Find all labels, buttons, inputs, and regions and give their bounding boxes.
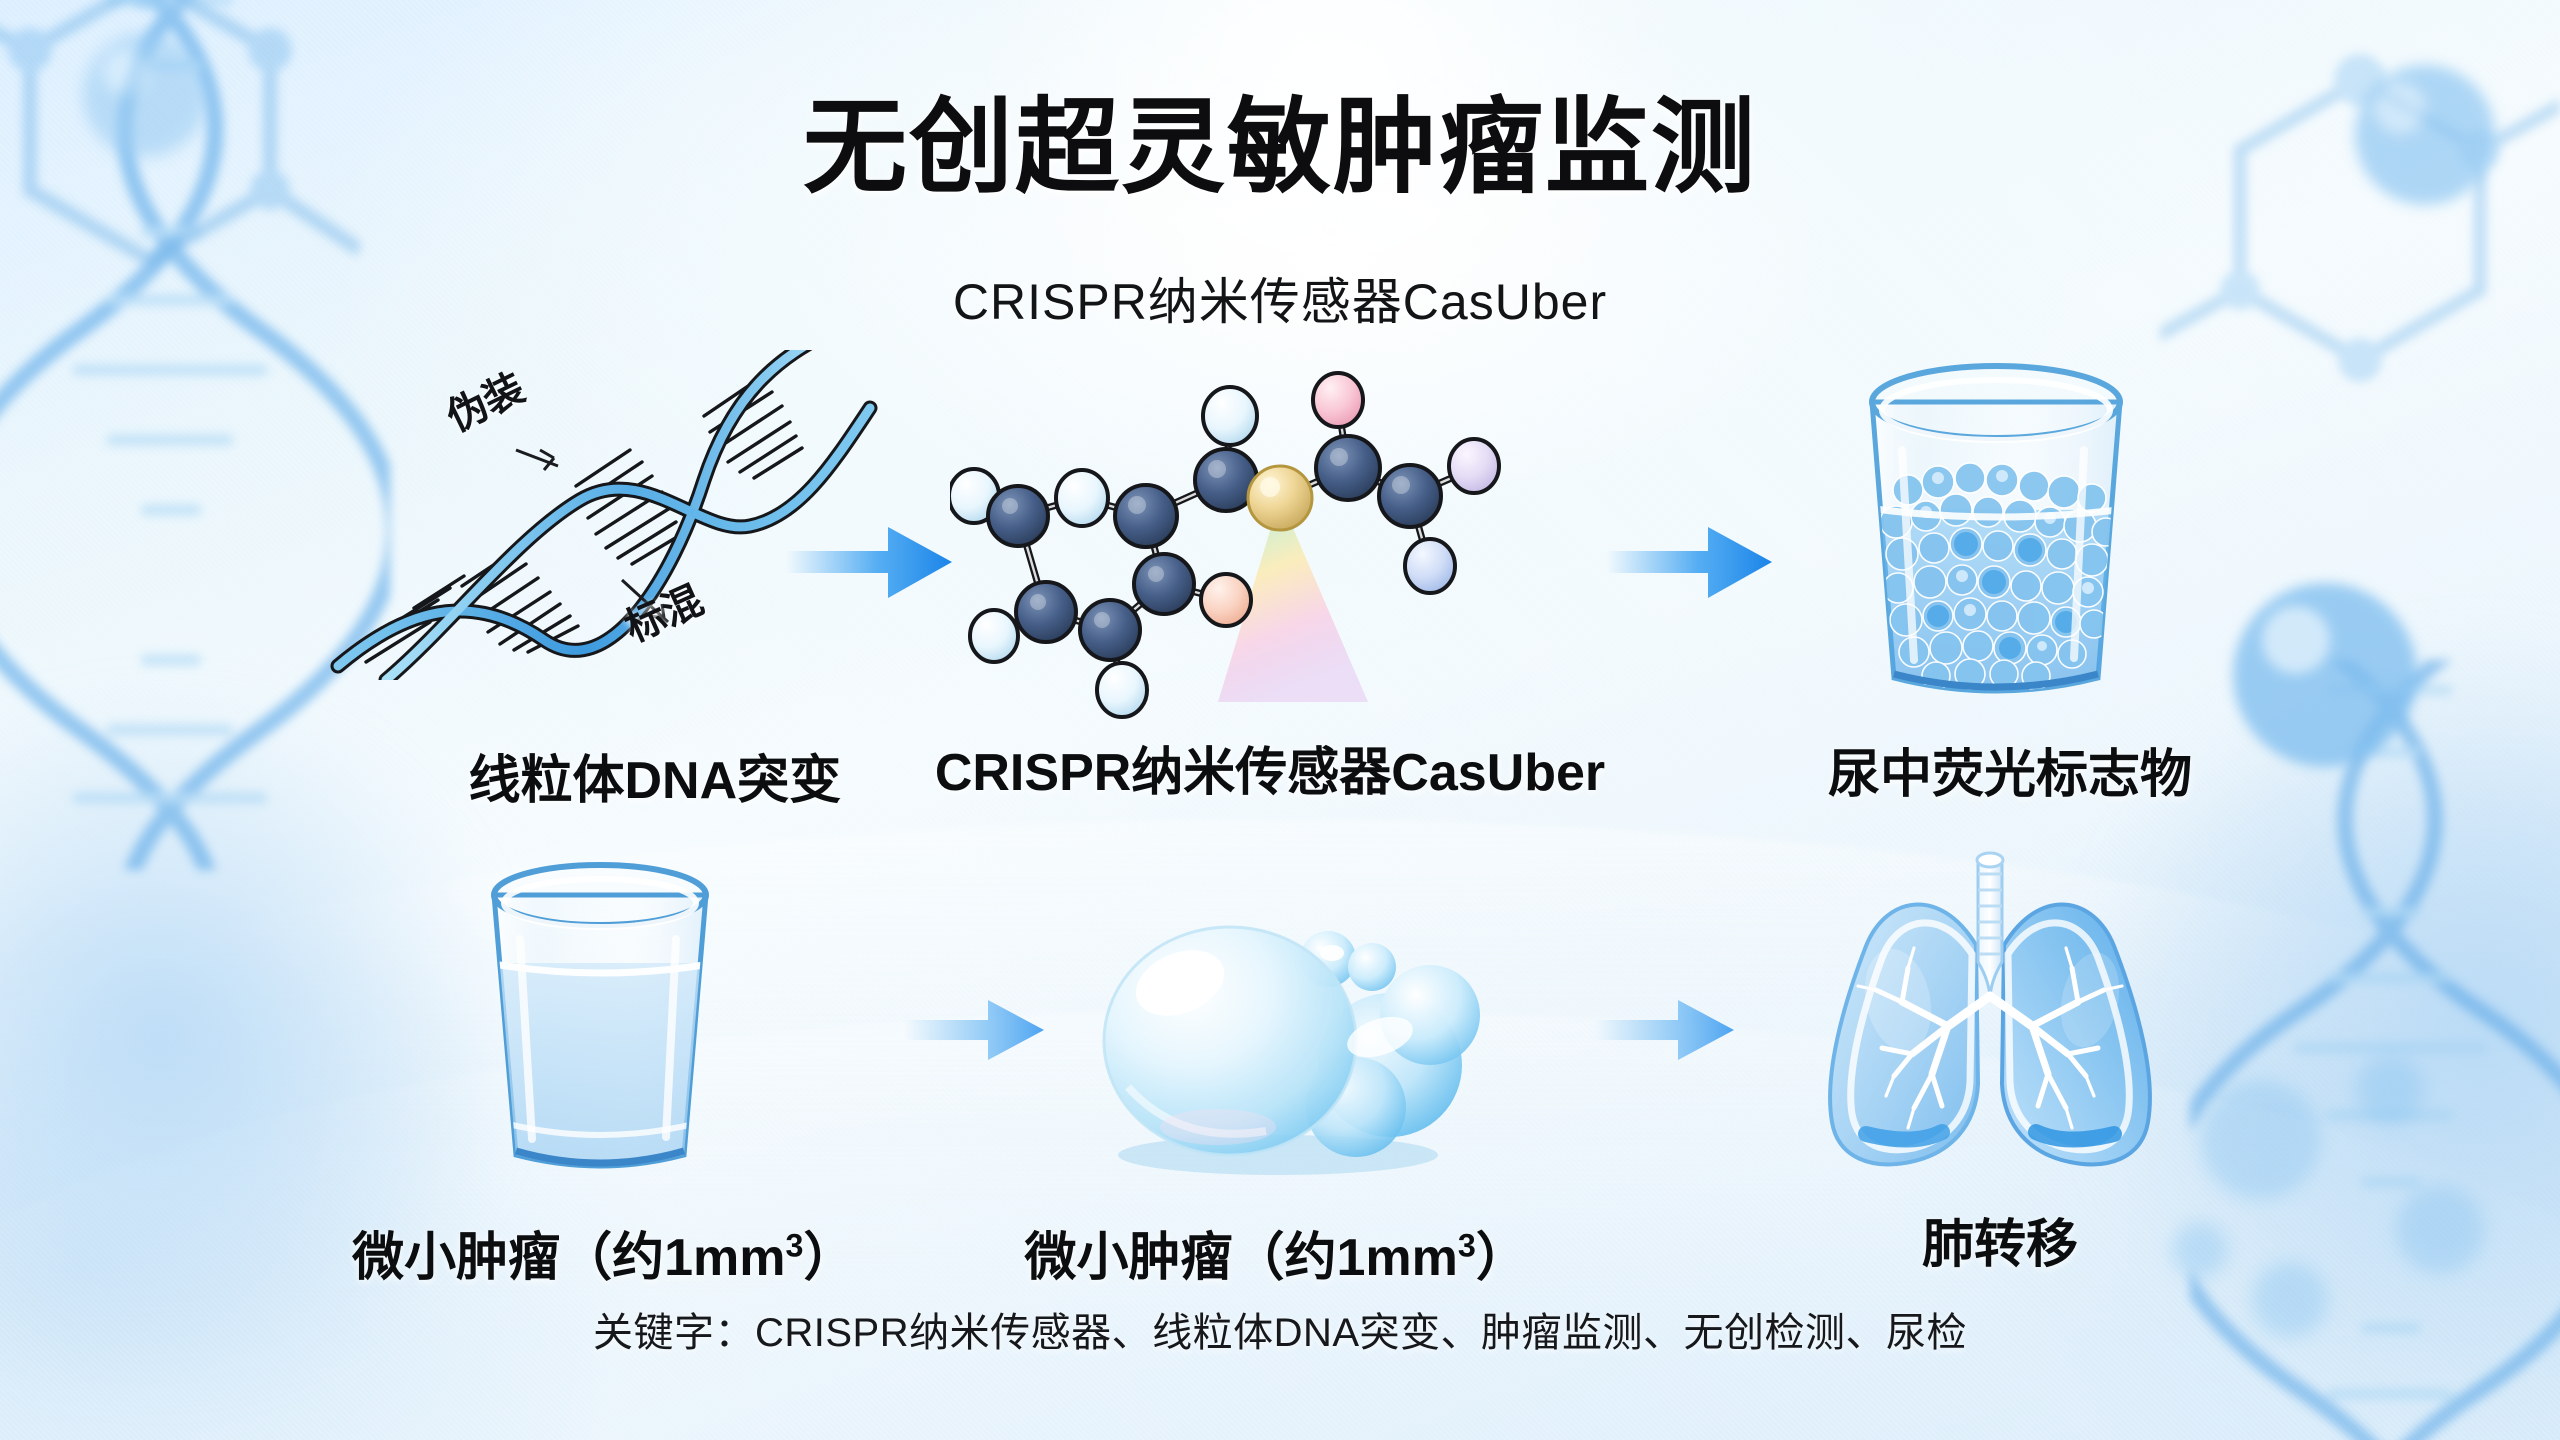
background-sphere-upper-right xyxy=(2330,40,2520,230)
panel-caption-glass: 微小肿瘤（约1mm3） xyxy=(352,1215,855,1290)
flow-arrow-1 xyxy=(780,515,960,610)
panel-mtdna: 伪装 标混 线粒体DNA突变 xyxy=(330,324,890,810)
caption-text-suffix: ） xyxy=(1475,1229,1528,1287)
panel-caption-sensor: CRISPR纳米传感器CasUber xyxy=(934,744,1606,802)
panel-tumor: 微小肿瘤（约1mm3） xyxy=(1025,855,1528,1315)
caption-text-prefix: 微小肿瘤（约1mm xyxy=(352,1229,786,1287)
keywords-line: 关键字：CRISPR纳米传感器、线粒体DNA突变、肿瘤监测、无创检测、尿检 xyxy=(592,1311,1968,1355)
panel-caption-mtdna: 线粒体DNA突变 xyxy=(468,752,842,810)
flow-arrow-2 xyxy=(1600,515,1780,610)
caption-text-prefix: 微小肿瘤（约1mm xyxy=(1024,1229,1458,1287)
panel-lungs: 肺转移 xyxy=(1790,850,2210,1320)
beaker-with-beads-icon xyxy=(1816,340,2176,720)
page-subtitle: CRISPR纳米传感器CasUber xyxy=(952,274,1608,330)
panel-glass: 微小肿瘤（约1mm3） xyxy=(352,855,860,1315)
flow-arrow-4 xyxy=(1590,990,1740,1070)
background-sphere-upper-left xyxy=(60,10,230,180)
caption-text-superscript: 3 xyxy=(1457,1227,1476,1264)
panel-sensor: CRISPR纳米传感器CasUber xyxy=(935,330,1605,810)
panel-caption-lungs: 肺转移 xyxy=(1921,1216,2079,1274)
caption-text-superscript: 3 xyxy=(785,1227,804,1264)
dna-helix-icon xyxy=(330,324,890,688)
background-molecule-hexagon-left xyxy=(0,0,360,350)
lungs-icon xyxy=(1790,850,2190,1190)
panel-caption-urine: 尿中荧光标志物 xyxy=(1827,746,2193,804)
background-dna-helix-right xyxy=(2190,660,2560,1440)
tumor-blob-icon xyxy=(1060,855,1490,1185)
flow-arrow-3 xyxy=(900,990,1050,1070)
page-title: 无创超灵敏肿瘤监测 xyxy=(802,90,1757,206)
molecule-icon xyxy=(947,330,1590,720)
background-sphere-mid-right xyxy=(2210,560,2440,790)
panel-caption-tumor: 微小肿瘤（约1mm3） xyxy=(1025,1215,1528,1290)
water-glass-icon xyxy=(450,855,750,1195)
panel-urine: 尿中荧光标志物 xyxy=(1800,340,2220,810)
caption-text-suffix: ） xyxy=(803,1229,856,1287)
background-molecule-cluster-bottom-right xyxy=(2140,1000,2560,1420)
